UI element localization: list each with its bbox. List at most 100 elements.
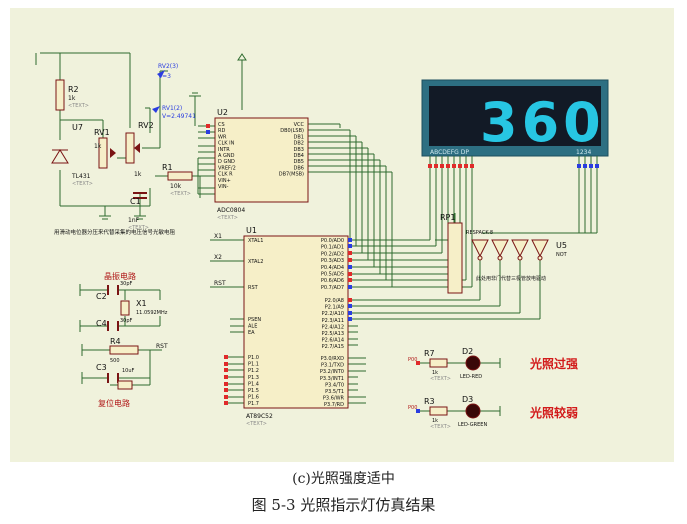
d2-led-red: D2 LED-RED bbox=[460, 347, 482, 380]
u1-pin-label: P0.4/AD4 bbox=[321, 265, 344, 271]
svg-text:<TEXT>: <TEXT> bbox=[128, 225, 149, 231]
u1-pin-label: P1.7 bbox=[248, 401, 259, 407]
svg-text:D3: D3 bbox=[462, 395, 473, 404]
x1-crystal: X1 11.0592MHz bbox=[120, 299, 168, 316]
svg-text:1k: 1k bbox=[432, 370, 438, 376]
display-digit-labels: 1234 bbox=[576, 149, 591, 156]
u2-pin-label: DB7(MSB) bbox=[279, 172, 304, 178]
u2-pin-label: RD bbox=[218, 128, 225, 134]
svg-text:R2: R2 bbox=[68, 85, 79, 94]
figure-subtitle: (c)光照强度适中 bbox=[292, 471, 395, 487]
c2-capacitor: C2 30pF bbox=[96, 281, 133, 301]
svg-text:<TEXT>: <TEXT> bbox=[68, 103, 89, 109]
r2-resistor: R2 1k <TEXT> bbox=[55, 79, 89, 111]
u2-pin-label: DB0(LSB) bbox=[280, 128, 304, 134]
d3-led-green: D3 LED-GREEN bbox=[458, 395, 487, 428]
u2-pin-label: VIN- bbox=[218, 184, 229, 190]
u2-pin-label: A GND bbox=[218, 153, 235, 159]
svg-text:10uF: 10uF bbox=[122, 368, 135, 374]
svg-text:R1: R1 bbox=[162, 163, 173, 172]
reset-circuit-label: 复位电路 bbox=[98, 398, 130, 408]
u1-pin-label: RST bbox=[248, 285, 259, 291]
u2-pin-label: DB2 bbox=[294, 141, 304, 147]
u1-pin-label: P3.1/TXD bbox=[321, 363, 344, 369]
svg-text:<TEXT>: <TEXT> bbox=[430, 376, 451, 382]
light-weak-label: 光照较弱 bbox=[529, 405, 578, 420]
u1-pin-label: P3.6/WR bbox=[323, 396, 345, 402]
ground-symbols bbox=[35, 53, 247, 220]
u1-pin-label: XTAL2 bbox=[248, 259, 263, 265]
u1-pin-label: P2.5/A13 bbox=[322, 331, 344, 337]
u1-pin-label: P3.7/RD bbox=[324, 402, 344, 408]
u1-pin-label: P0.7/AD7 bbox=[321, 285, 344, 291]
c4-capacitor: C4 30pF bbox=[96, 318, 133, 331]
svg-text:U7: U7 bbox=[72, 123, 83, 132]
svg-text:1k: 1k bbox=[432, 418, 438, 424]
u1-pin-label: P3.2/INT0 bbox=[320, 369, 344, 375]
crystal-circuit-label: 晶振电路 bbox=[104, 271, 136, 281]
u1-pin-label: P2.7/A15 bbox=[322, 344, 344, 350]
u1-pin-label: P3.3/INT1 bbox=[320, 376, 344, 382]
svg-text:C4: C4 bbox=[96, 319, 107, 328]
svg-text:<TEXT>: <TEXT> bbox=[170, 191, 191, 197]
u1-pin-label: P0.5/AD5 bbox=[321, 272, 344, 278]
u2-pin-label: VIN+ bbox=[218, 178, 231, 184]
rv2-probe-label: RV2(3) bbox=[158, 63, 178, 70]
svg-text:P00: P00 bbox=[408, 405, 417, 411]
u2-pin-label: DB4 bbox=[294, 153, 304, 159]
svg-text:<TEXT>: <TEXT> bbox=[217, 215, 238, 221]
u1-pin-label: P2.4/A12 bbox=[322, 324, 344, 330]
u2-pin-label: CLK R bbox=[218, 172, 233, 178]
u1-pin-label: P0.2/AD2 bbox=[321, 251, 344, 257]
svg-text:ADC0804: ADC0804 bbox=[217, 207, 245, 214]
svg-text:30pF: 30pF bbox=[120, 318, 133, 324]
u1-pin-label: P1.6 bbox=[248, 395, 259, 401]
svg-text:R4: R4 bbox=[110, 337, 121, 346]
figure-caption: 图 5-3 光照指示灯仿真结果 bbox=[251, 496, 436, 514]
u5-ref: U5 bbox=[556, 241, 567, 250]
svg-text:1k: 1k bbox=[94, 143, 102, 150]
svg-text:C3: C3 bbox=[96, 363, 107, 372]
svg-text:<TEXT>: <TEXT> bbox=[430, 424, 451, 430]
u2-pin-label: WR bbox=[218, 134, 227, 140]
svg-text:LED-GREEN: LED-GREEN bbox=[458, 422, 487, 428]
svg-text:TL431: TL431 bbox=[71, 173, 91, 180]
svg-text:X1: X1 bbox=[136, 299, 147, 308]
pin-state-markers bbox=[206, 124, 420, 413]
svg-text:C1: C1 bbox=[130, 197, 141, 206]
u1-pin-label: P1.1 bbox=[248, 362, 259, 368]
net-rst-label: RST bbox=[214, 280, 226, 287]
u1-pin-label: P1.4 bbox=[248, 381, 259, 387]
u1-pin-label: P1.5 bbox=[248, 388, 259, 394]
u1-pin-label: P0.3/AD3 bbox=[321, 258, 344, 264]
rv1-potentiometer: RV1 1k RV1(2) V=2.49741 bbox=[94, 105, 196, 169]
u1-pin-label: PSEN bbox=[248, 317, 261, 323]
u1-pin-label: P2.2/A10 bbox=[322, 311, 344, 317]
display-segment-labels: ABCDEFG DP bbox=[430, 149, 469, 156]
u1-at89c52: U1 AT89C52 <TEXT> XTAL1XTAL2RSTPSENALEEA… bbox=[214, 226, 349, 427]
u1-pin-label: P3.5/T1 bbox=[325, 389, 344, 395]
seven-segment-display: 360 ABCDEFG DP 1234 bbox=[421, 79, 609, 173]
u1-pin-label: P2.6/A14 bbox=[322, 338, 344, 344]
svg-text:<TEXT>: <TEXT> bbox=[246, 421, 267, 427]
svg-text:500: 500 bbox=[110, 358, 120, 364]
svg-text:1k: 1k bbox=[68, 95, 76, 102]
r1-resistor: R1 10k <TEXT> bbox=[162, 163, 193, 197]
c3-capacitor: C3 10uF bbox=[96, 363, 135, 383]
svg-text:D2: D2 bbox=[462, 347, 473, 356]
u1-pin-label: EA bbox=[248, 330, 255, 336]
svg-text:RV1: RV1 bbox=[94, 128, 110, 137]
u1-pin-label: P3.0/RXD bbox=[321, 356, 345, 362]
u1-pin-label: ALE bbox=[248, 324, 257, 330]
u2-pin-label: VREF/2 bbox=[218, 165, 236, 171]
u2-pin-label: DB3 bbox=[294, 147, 304, 153]
u5-not-gates bbox=[471, 239, 549, 261]
display-digits: 360 bbox=[480, 91, 605, 154]
inverter-note: 此处用非门代替三极管放电驱动 bbox=[476, 275, 546, 282]
c1-capacitor: C1 1nF <TEXT> bbox=[128, 192, 149, 231]
svg-text:1k: 1k bbox=[134, 171, 142, 178]
u2-pin-label: DB6 bbox=[294, 165, 304, 171]
u2-pin-label: CS bbox=[218, 122, 225, 128]
u1-pin-label: P0.1/AD1 bbox=[321, 245, 344, 251]
